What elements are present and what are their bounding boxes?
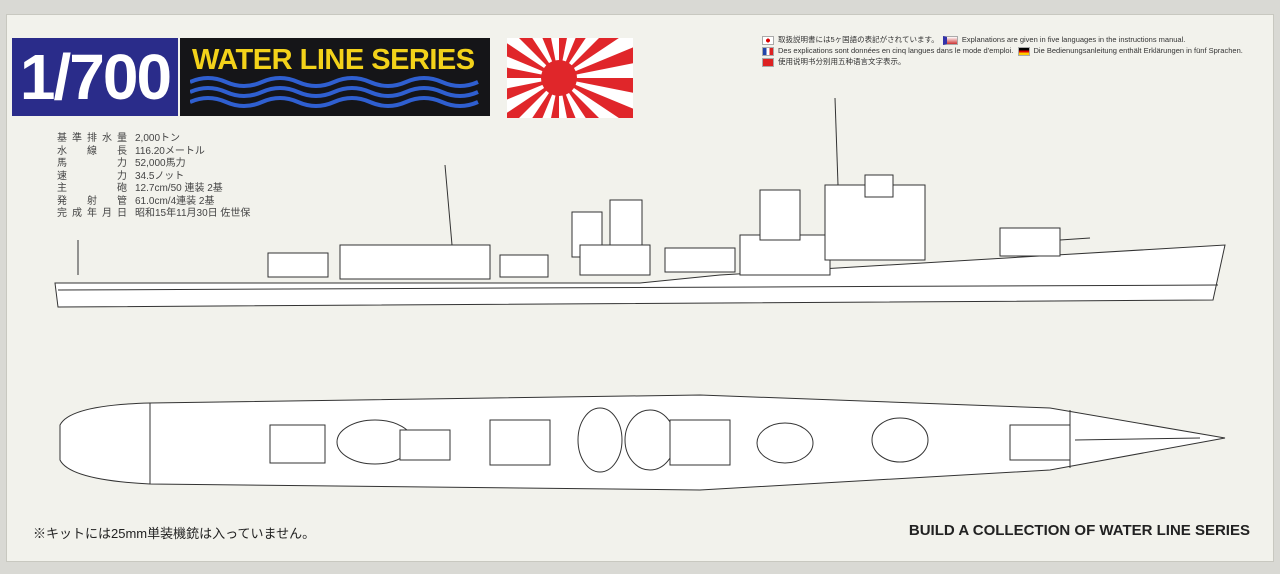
- flag-ray: [559, 47, 633, 78]
- collection-tagline: BUILD A COLLECTION OF WATER LINE SERIES: [908, 522, 1250, 539]
- flag-ray: [542, 38, 559, 78]
- series-title: WATER LINE SERIES: [192, 44, 475, 76]
- series-logo: WATER LINE SERIES: [180, 38, 490, 116]
- flag-ray: [559, 78, 633, 118]
- flag-ray: [507, 78, 559, 100]
- rising-sun-flag: [507, 38, 633, 118]
- flag-ray: [559, 78, 576, 118]
- usa-flag-icon: [942, 35, 958, 45]
- flag-ray: [551, 78, 559, 118]
- scale-label: 1/700: [12, 38, 178, 116]
- ship-side-view: [54, 97, 1226, 308]
- france-flag-icon: [762, 46, 774, 56]
- waves-icon: [190, 76, 479, 108]
- kit-note: ※キットには25mm単装機銃は入っていません。: [33, 526, 316, 541]
- china-flag-icon: [762, 57, 774, 67]
- japan-flag-icon: [762, 35, 774, 45]
- ship-top-view: [59, 394, 1226, 491]
- germany-flag-icon: [1017, 46, 1030, 56]
- language-notes: 取扱説明書には5ヶ国語の表記がされています。 Explanations are …: [762, 34, 1243, 67]
- flag-ray: [559, 78, 633, 93]
